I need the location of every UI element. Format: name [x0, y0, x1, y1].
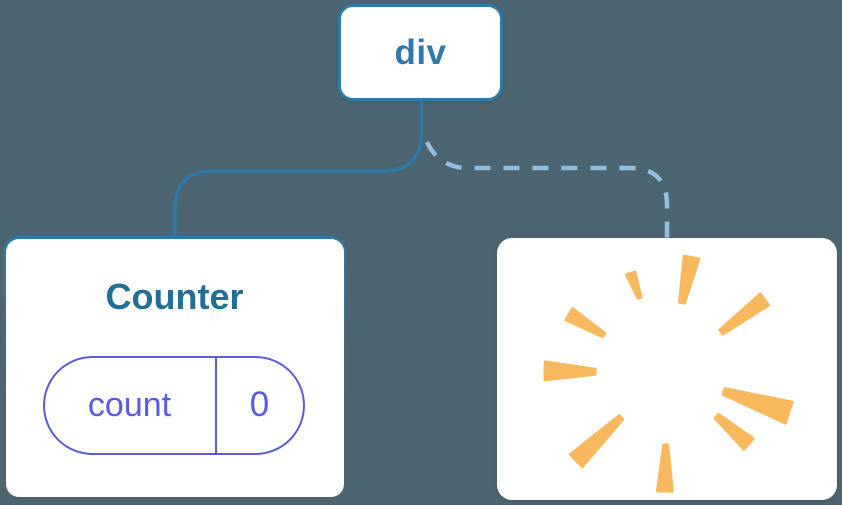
counter-title: Counter: [105, 275, 244, 317]
tree-node-div-label: div: [394, 32, 447, 72]
poof-ray: [721, 387, 794, 425]
state-pill: count 0: [42, 355, 305, 455]
poof-ray: [718, 292, 771, 336]
poof-ray: [569, 414, 625, 469]
poof-ray: [543, 360, 597, 382]
tree-node-div: div: [338, 4, 503, 101]
removed-component-card: [497, 238, 837, 500]
poof-ray: [655, 443, 674, 493]
poof-ray: [713, 412, 755, 451]
poof-ray: [564, 307, 607, 339]
poof-burst-icon: [543, 254, 794, 493]
state-key-label: count: [45, 357, 217, 453]
poof-ray: [625, 270, 643, 300]
state-value: 0: [249, 385, 270, 424]
tree-edge-solid: [173, 98, 424, 241]
counter-component-card: Counter count 0: [5, 238, 344, 497]
poof-ray: [678, 254, 701, 305]
tree-edge-dashed: [424, 141, 670, 239]
counter-card-border: Counter count 0: [3, 236, 346, 499]
